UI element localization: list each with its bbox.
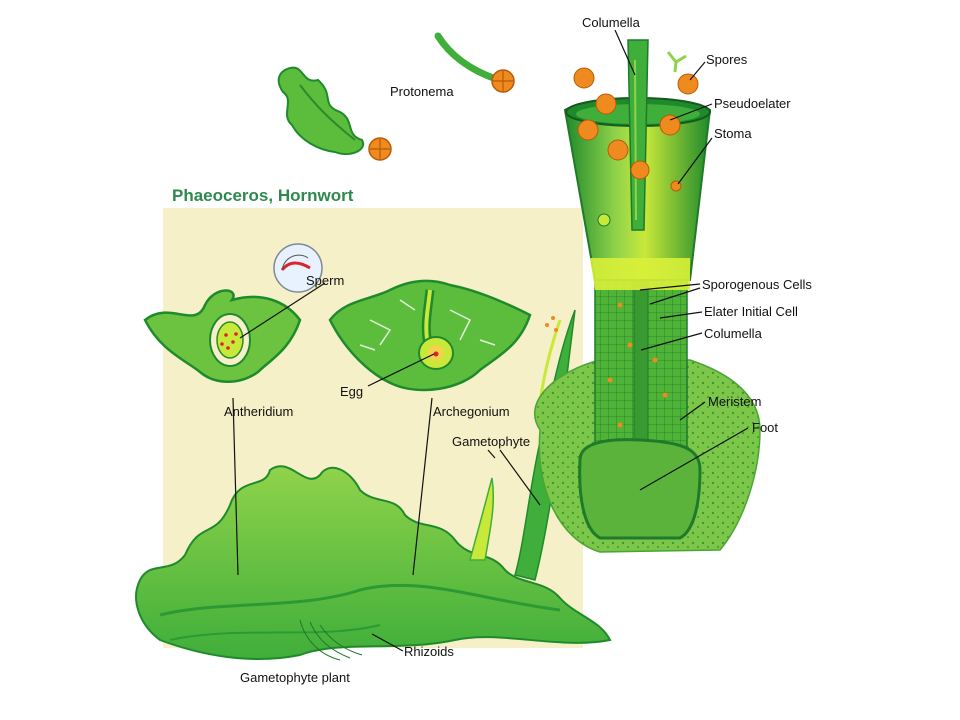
label-meristem: Meristem: [708, 394, 761, 409]
label-gametophyte-plant: Gametophyte plant: [240, 670, 350, 685]
diagram-title: Phaeoceros, Hornwort: [172, 186, 354, 205]
gametophyte-plant-illustration: [135, 465, 612, 661]
label-egg: Egg: [340, 384, 363, 399]
label-stoma: Stoma: [714, 126, 752, 141]
antheridium-illustration: [143, 243, 323, 383]
protonema-spore-left: [368, 137, 392, 161]
label-gametophyte: Gametophyte: [452, 434, 530, 449]
leader-lines: [232, 29, 749, 652]
label-sperm: Sperm: [306, 273, 344, 288]
label-columella-mid: Columella: [704, 326, 763, 341]
label-rhizoids: Rhizoids: [404, 644, 454, 659]
label-sporogenous-cells: Sporogenous Cells: [702, 277, 812, 292]
label-elater-initial-cell: Elater Initial Cell: [704, 304, 798, 319]
archegonium-illustration: [328, 279, 532, 392]
label-protonema: Protonema: [390, 84, 454, 99]
label-foot: Foot: [752, 420, 778, 435]
sporophyte-capsule-illustration: [533, 39, 761, 553]
label-pseudoelater: Pseudoelater: [714, 96, 791, 111]
diagram-labels: Columella Spores Pseudoelater Stoma Prot…: [224, 15, 812, 685]
label-antheridium: Antheridium: [224, 404, 293, 419]
protonema-spore-right: [491, 69, 515, 93]
label-spores: Spores: [706, 52, 748, 67]
spores-cluster: [573, 67, 699, 180]
label-archegonium: Archegonium: [433, 404, 510, 419]
label-columella-top: Columella: [582, 15, 641, 30]
sperm-magnify-circle: [273, 243, 323, 293]
protonema-illustration: [277, 32, 515, 161]
